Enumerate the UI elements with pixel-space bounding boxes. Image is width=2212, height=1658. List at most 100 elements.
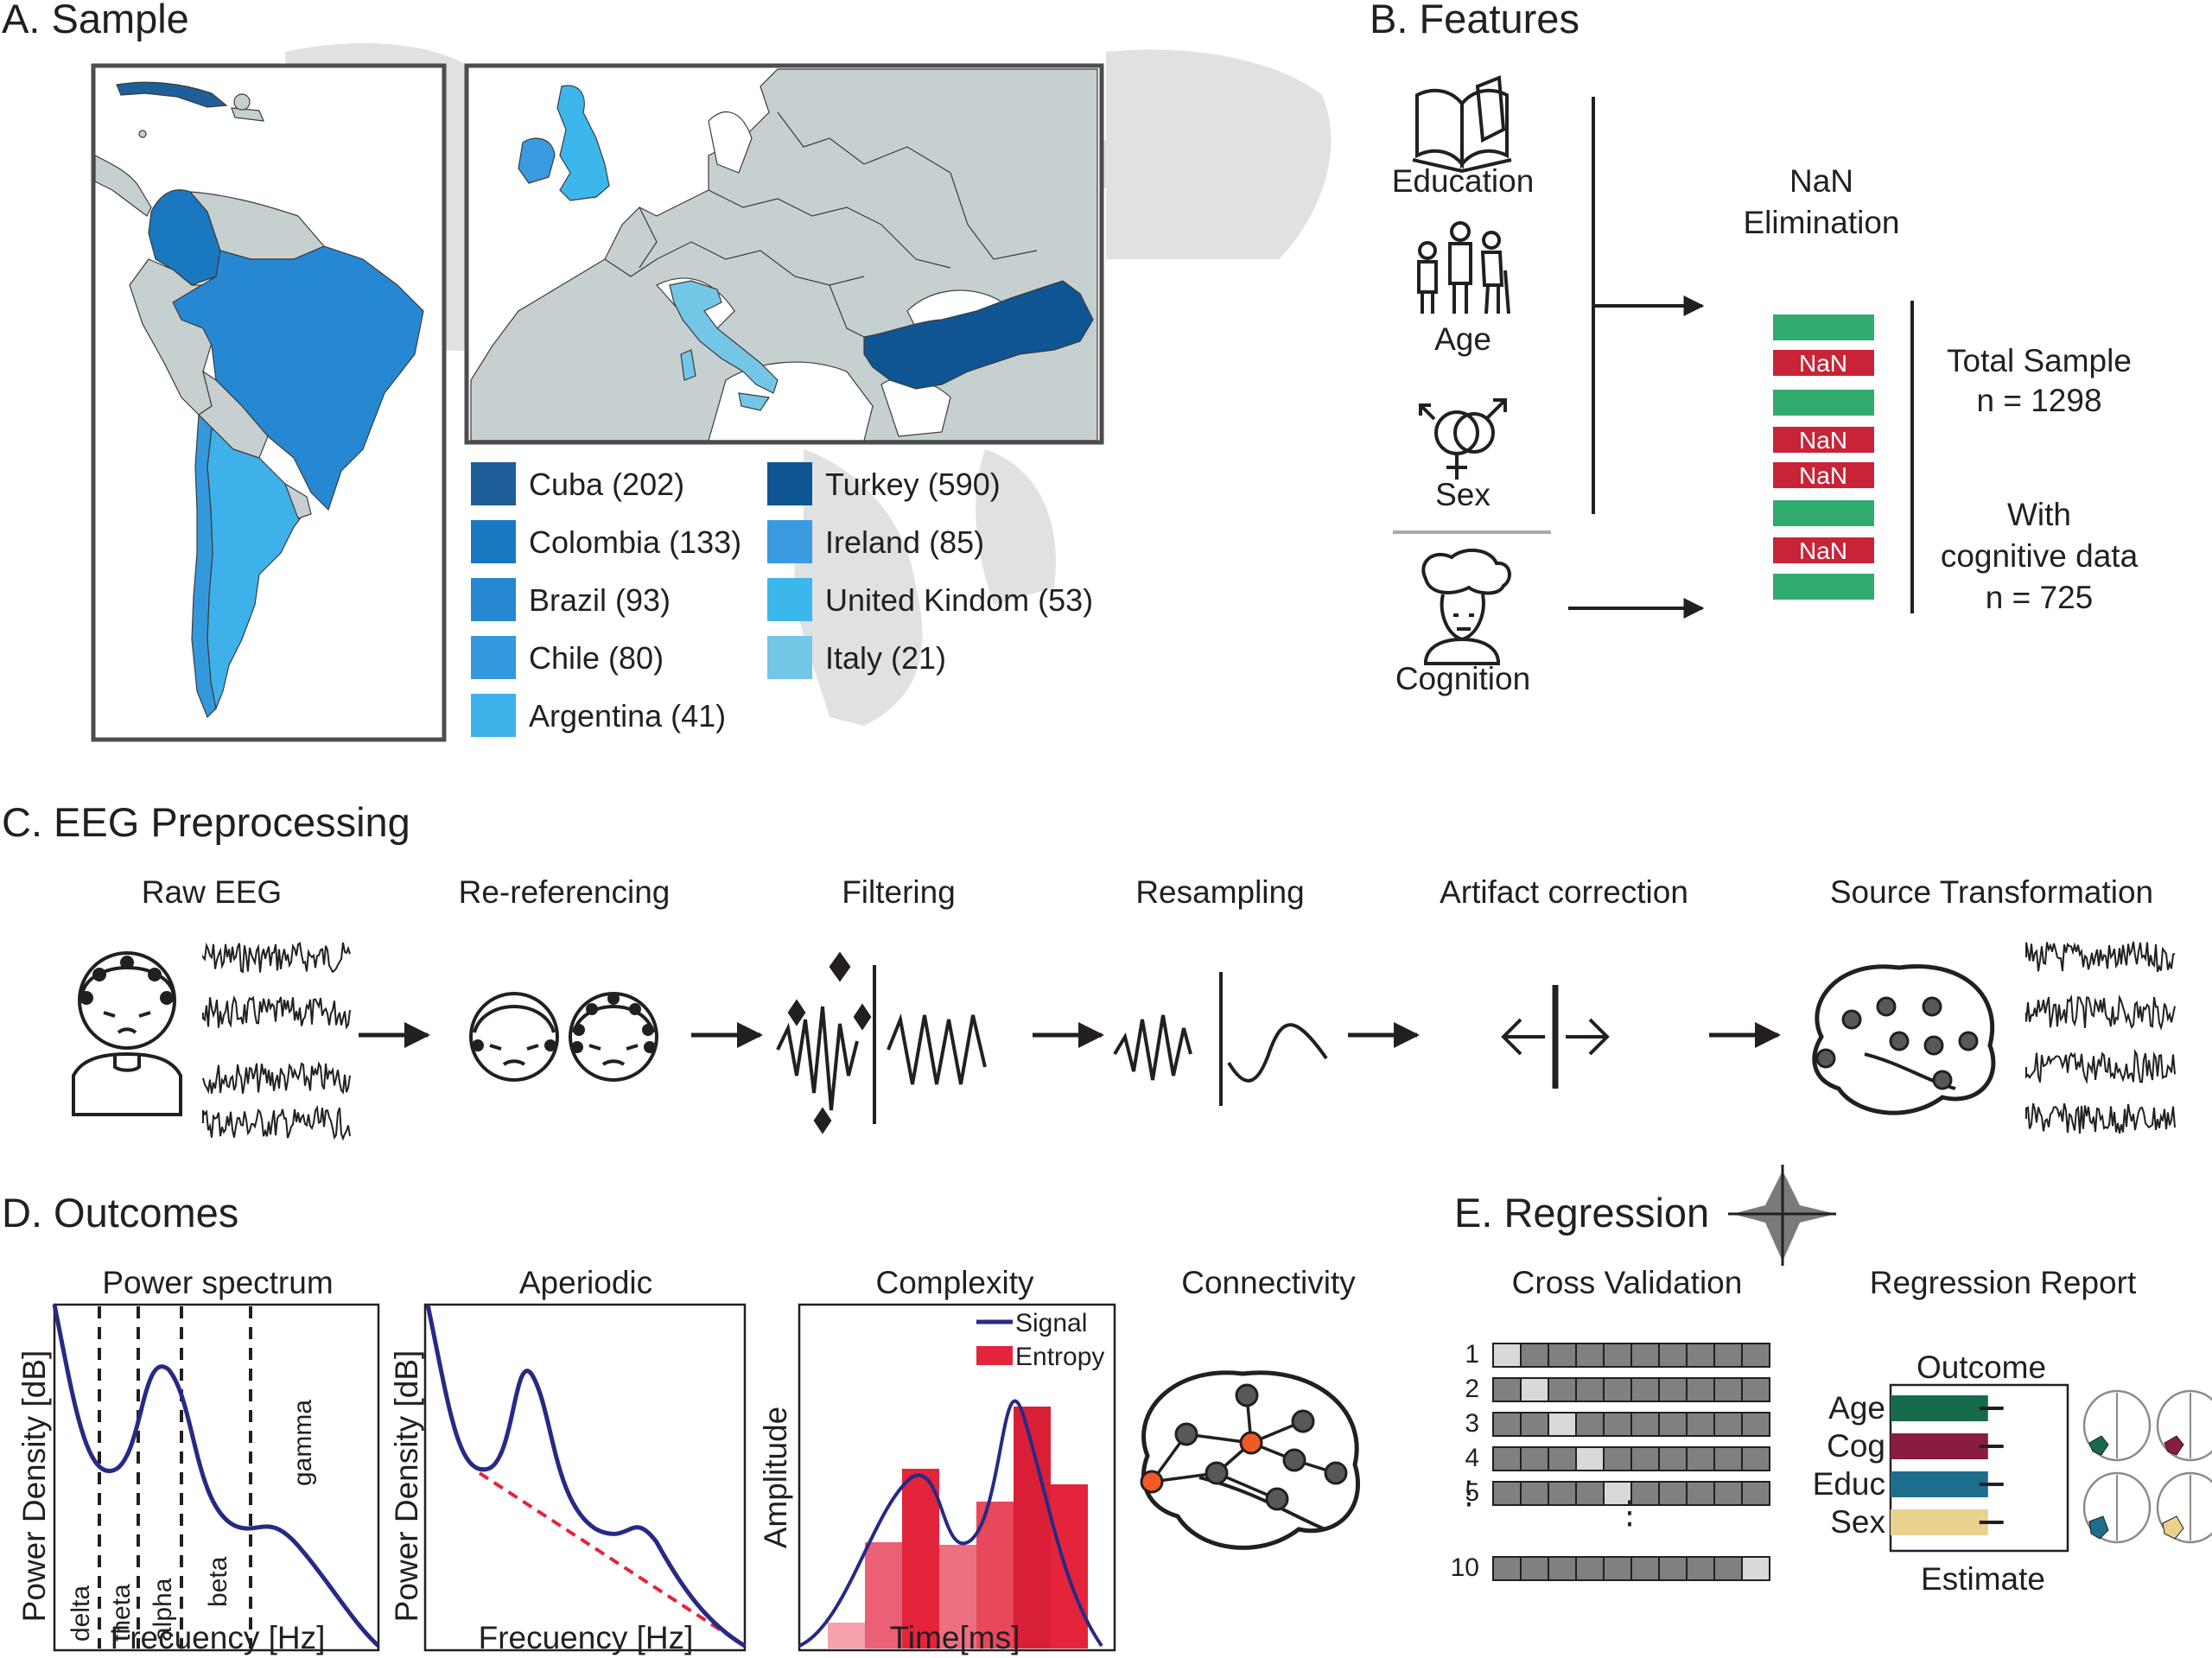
- estimate-label: Estimate: [1921, 1561, 2045, 1597]
- panel-d-title: D. Outcomes: [2, 1190, 238, 1236]
- europe-map: [470, 68, 1098, 441]
- nan-elimination-line2: Elimination: [1744, 205, 1900, 240]
- country-legend: Cuba (202) Colombia (133) Brazil (93) Ch…: [471, 462, 1093, 737]
- fold-label: 3: [1465, 1409, 1479, 1438]
- fold-cell: [1548, 1446, 1577, 1471]
- panel-e-title: E. Regression: [1454, 1190, 1709, 1236]
- legend-label-colombia: Colombia (133): [529, 524, 741, 560]
- fold-cell: [1630, 1556, 1660, 1581]
- americas-map: [94, 81, 424, 719]
- outcome-bar-label: Educ: [1813, 1466, 1885, 1502]
- cv-vdots-left: ⋮: [1453, 1475, 1485, 1510]
- step-source-transformation: Source Transformation: [1830, 874, 2153, 910]
- fold-cell: [1575, 1412, 1605, 1437]
- fold-cell: [1492, 1377, 1522, 1402]
- connectivity-brain-icon: [1140, 1370, 1361, 1550]
- aperiodic-frame: [423, 1303, 747, 1652]
- mini-brain-sex: [2156, 1471, 2212, 1544]
- fold-cell: [1686, 1481, 1715, 1506]
- regression-plot-frame: [1889, 1383, 2069, 1553]
- signal-curve: [798, 1399, 1103, 1648]
- nan-label: NaN: [1799, 537, 1847, 564]
- fold-cell: [1630, 1412, 1660, 1437]
- fold-cell: [1520, 1343, 1549, 1368]
- fold-cell: [1630, 1343, 1660, 1368]
- fold-label: 1: [1465, 1340, 1479, 1369]
- mini-brain-cog: [2156, 1389, 2212, 1462]
- legend-entropy-swatch: [976, 1346, 1013, 1365]
- fold-cell: [1492, 1343, 1522, 1368]
- legend-swatch-argentina: [471, 694, 516, 737]
- legend-swatch-uk: [767, 578, 812, 621]
- band-beta: beta: [204, 1556, 232, 1607]
- aperiodic-xlabel: Frecuency [Hz]: [479, 1620, 694, 1655]
- fold-cell: [1713, 1446, 1743, 1471]
- legend-label-turkey: Turkey (590): [825, 467, 1001, 502]
- fold-cell: [1741, 1446, 1770, 1471]
- fold-cell: [1548, 1481, 1577, 1506]
- fold-cell: [1520, 1377, 1549, 1402]
- fold-cell: [1686, 1556, 1715, 1581]
- eeg-trace: [202, 1061, 351, 1095]
- estimate-bar: [1891, 1395, 1988, 1421]
- fold-cell: [1741, 1343, 1770, 1368]
- panel-b: B. Features Education Age: [1370, 0, 2139, 696]
- feature-label-sex: Sex: [1435, 477, 1491, 512]
- aperiodic-title: Aperiodic: [519, 1265, 652, 1300]
- legend-label-cuba: Cuba (202): [529, 467, 684, 502]
- step-re-referencing: Re-referencing: [459, 874, 671, 910]
- row-valid: [1773, 500, 1874, 526]
- legend-swatch-ireland: [767, 520, 812, 563]
- eeg-trace: [2025, 941, 2176, 973]
- fold-cell: [1548, 1556, 1577, 1581]
- aperiodic-ylabel: Power Density [dB]: [389, 1350, 424, 1623]
- two-heads-icon: [469, 992, 658, 1082]
- complexity-xlabel: Time[ms]: [890, 1620, 1020, 1655]
- raw-eeg-traces: [202, 941, 351, 1141]
- power-spectrum-frame: [53, 1303, 380, 1652]
- estimate-bar: [1891, 1433, 1988, 1459]
- power-spectrum-xlabel-visible: Frecuency [Hz]: [111, 1620, 326, 1655]
- fold-cell: [1713, 1343, 1743, 1368]
- nan-label: NaN: [1799, 350, 1847, 377]
- power-spectrum-curve: [52, 1304, 380, 1648]
- fold-cell: [1492, 1446, 1522, 1471]
- fold-cell: [1575, 1377, 1605, 1402]
- star-icon: [1728, 1165, 1836, 1266]
- row-nan: [1773, 537, 1874, 563]
- connectivity-title: Connectivity: [1181, 1265, 1356, 1300]
- fold-cell: [1713, 1481, 1743, 1506]
- step-artifact-correction: Artifact correction: [1440, 874, 1688, 910]
- row-valid: [1773, 314, 1874, 340]
- legend-swatch-turkey: [767, 462, 812, 505]
- fold-cell: [1492, 1481, 1522, 1506]
- regression-report-title: Regression Report: [1870, 1265, 2137, 1300]
- fold-cell: [1658, 1377, 1688, 1402]
- fold-cell: [1548, 1343, 1577, 1368]
- complexity-ylabel: Amplitude: [758, 1407, 793, 1549]
- mini-brains: [2082, 1389, 2212, 1544]
- estimate-bar: [1891, 1509, 1988, 1535]
- nan-label: NaN: [1799, 427, 1847, 454]
- eeg-trace: [2025, 1102, 2176, 1134]
- total-sample-n: n = 1298: [1976, 383, 2101, 418]
- mini-brain-educ: [2082, 1471, 2152, 1544]
- step-raw-eeg: Raw EEG: [142, 874, 282, 910]
- brain-sources-icon: [1812, 964, 1996, 1115]
- power-spectrum-ylabel: Power Density [dB]: [16, 1350, 52, 1623]
- fold-cell: [1741, 1481, 1770, 1506]
- gender-symbols-icon: [1419, 398, 1507, 480]
- legend-label-argentina: Argentina (41): [529, 698, 726, 734]
- fold-cell: [1603, 1446, 1632, 1471]
- fold-cell: [1603, 1481, 1632, 1506]
- fold-cell: [1630, 1377, 1660, 1402]
- panel-d: D. Outcomes Power spectrum delta theta a…: [2, 1190, 1361, 1655]
- fold-cell: [1603, 1412, 1632, 1437]
- fold-cell: [1492, 1412, 1522, 1437]
- fold-cell: [1520, 1556, 1549, 1581]
- legend-swatch-chile: [471, 636, 516, 679]
- fold-cell: [1686, 1343, 1715, 1368]
- row-valid: [1773, 390, 1874, 416]
- legend-swatch-italy: [767, 636, 812, 679]
